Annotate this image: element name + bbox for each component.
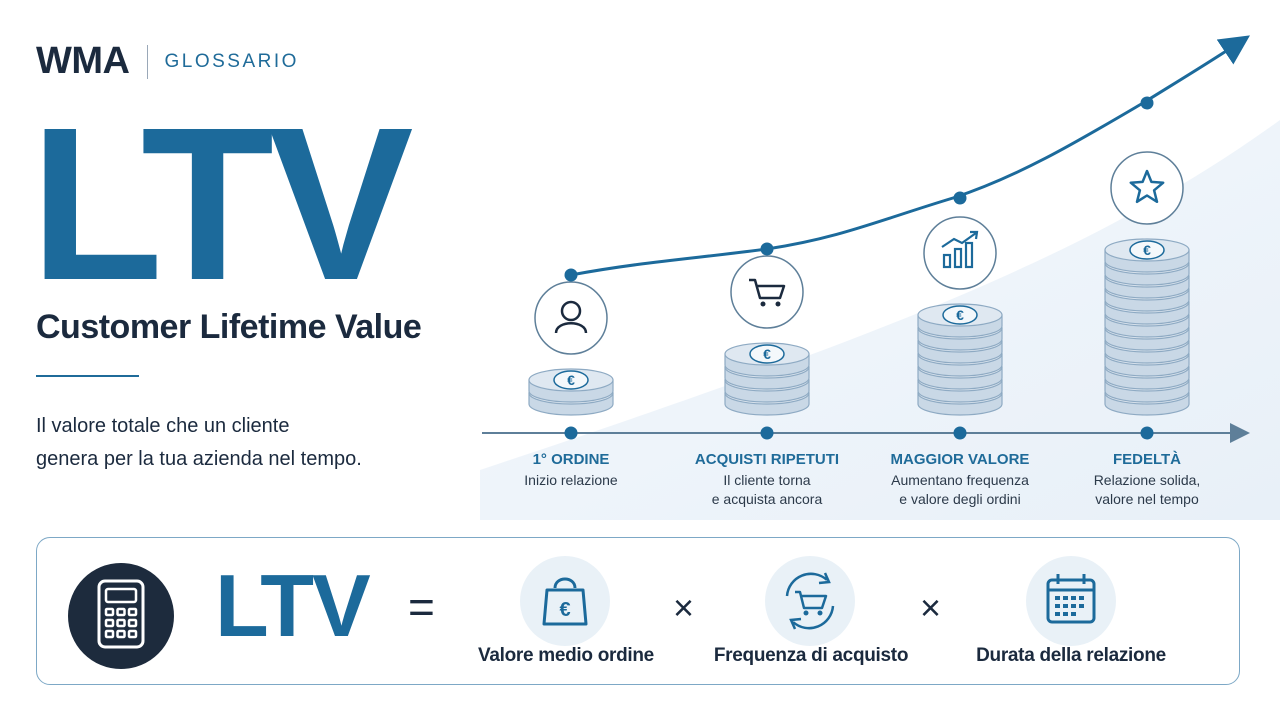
stage-3: € MAGGIOR VALORE Aumentano frequenza e valo… [891, 191, 1030, 507]
cart-icon [730, 255, 804, 329]
brand-divider [147, 44, 149, 79]
coin-euro-symbol: € [1143, 242, 1151, 258]
brand-header: WMA GLOSSARIO [36, 40, 299, 83]
stage-1: €1° ORDINE Inizio relazione [524, 268, 618, 488]
stage-description: Il cliente torna [723, 472, 810, 488]
star-icon [1110, 151, 1184, 225]
factor-label-duration: Durata della relazione [976, 645, 1166, 666]
stage-title: ACQUISTI RIPETUTI [695, 451, 839, 468]
factor-label-frequency: Frequenza di acquisto [713, 645, 909, 666]
calculator-icon [97, 579, 145, 649]
stage-description: e valore degli ordini [899, 491, 1020, 507]
stage-title: 1° ORDINE [533, 451, 610, 468]
factor-icon-badge [1026, 556, 1116, 646]
axis-point [564, 426, 578, 440]
formula-multiply: × [920, 587, 942, 628]
curve-point [953, 191, 967, 205]
hero-title: LTV [30, 83, 414, 326]
curve-point [1140, 96, 1154, 110]
stages-layer: €1° ORDINE Inizio relazione € ACQUISTI RIPE… [524, 96, 1201, 507]
formula-multiply: × [673, 587, 695, 628]
curve-point [564, 268, 578, 282]
hero-description-line: Il valore totale che un cliente [36, 415, 290, 437]
coin-euro-symbol: € [763, 346, 771, 362]
factor-label-order-value: Valore medio ordine [478, 645, 654, 666]
user-icon [534, 281, 608, 355]
hero-description-line: genera per la tua azienda nel tempo. [36, 448, 362, 470]
calculator-badge [68, 563, 174, 669]
stage-description: Relazione solida, [1094, 472, 1201, 488]
coin-stack: € [1104, 238, 1190, 416]
hero-description: Il valore totale che un cliente genera p… [36, 410, 362, 476]
axis-point [760, 426, 774, 440]
factor-icon-badge: € [520, 556, 610, 646]
stage-4: € FEDELTÀ Relazione solida, valore nel temp… [1094, 96, 1201, 507]
growth-curve [570, 35, 1250, 277]
coin-euro-symbol: € [956, 307, 964, 323]
hero-subtitle: Customer Lifetime Value [36, 308, 422, 346]
brand-section: GLOSSARIO [164, 50, 299, 72]
stage-2: € ACQUISTI RIPETUTI Il cliente torna e acqu… [695, 242, 839, 507]
cart-cycle-icon [785, 572, 835, 630]
coin-stack: € [917, 303, 1003, 416]
stage-description: Aumentano frequenza [891, 472, 1029, 488]
curve-point [760, 242, 774, 256]
formula-result: LTV [215, 556, 371, 655]
calendar-icon [1046, 574, 1096, 624]
stage-description: e acquista ancora [712, 491, 823, 507]
stage-description: Inizio relazione [524, 472, 618, 488]
brand-logo: WMA [36, 40, 130, 82]
stage-description: valore nel tempo [1095, 491, 1199, 507]
coin-euro-symbol: € [567, 372, 575, 388]
formula-equals: = [408, 581, 435, 633]
coin-stack: € [528, 368, 614, 416]
factor-icon-badge [765, 556, 855, 646]
axis-point [1140, 426, 1154, 440]
shopping-bag-euro-icon: € [542, 577, 588, 626]
factor-euro-symbol: € [559, 599, 570, 621]
stage-title: FEDELTÀ [1113, 451, 1181, 468]
stage-title: MAGGIOR VALORE [891, 451, 1030, 468]
hero-divider [36, 375, 139, 377]
bar-chart-icon [923, 216, 997, 290]
coin-stack: € [724, 342, 810, 416]
axis-point [953, 426, 967, 440]
